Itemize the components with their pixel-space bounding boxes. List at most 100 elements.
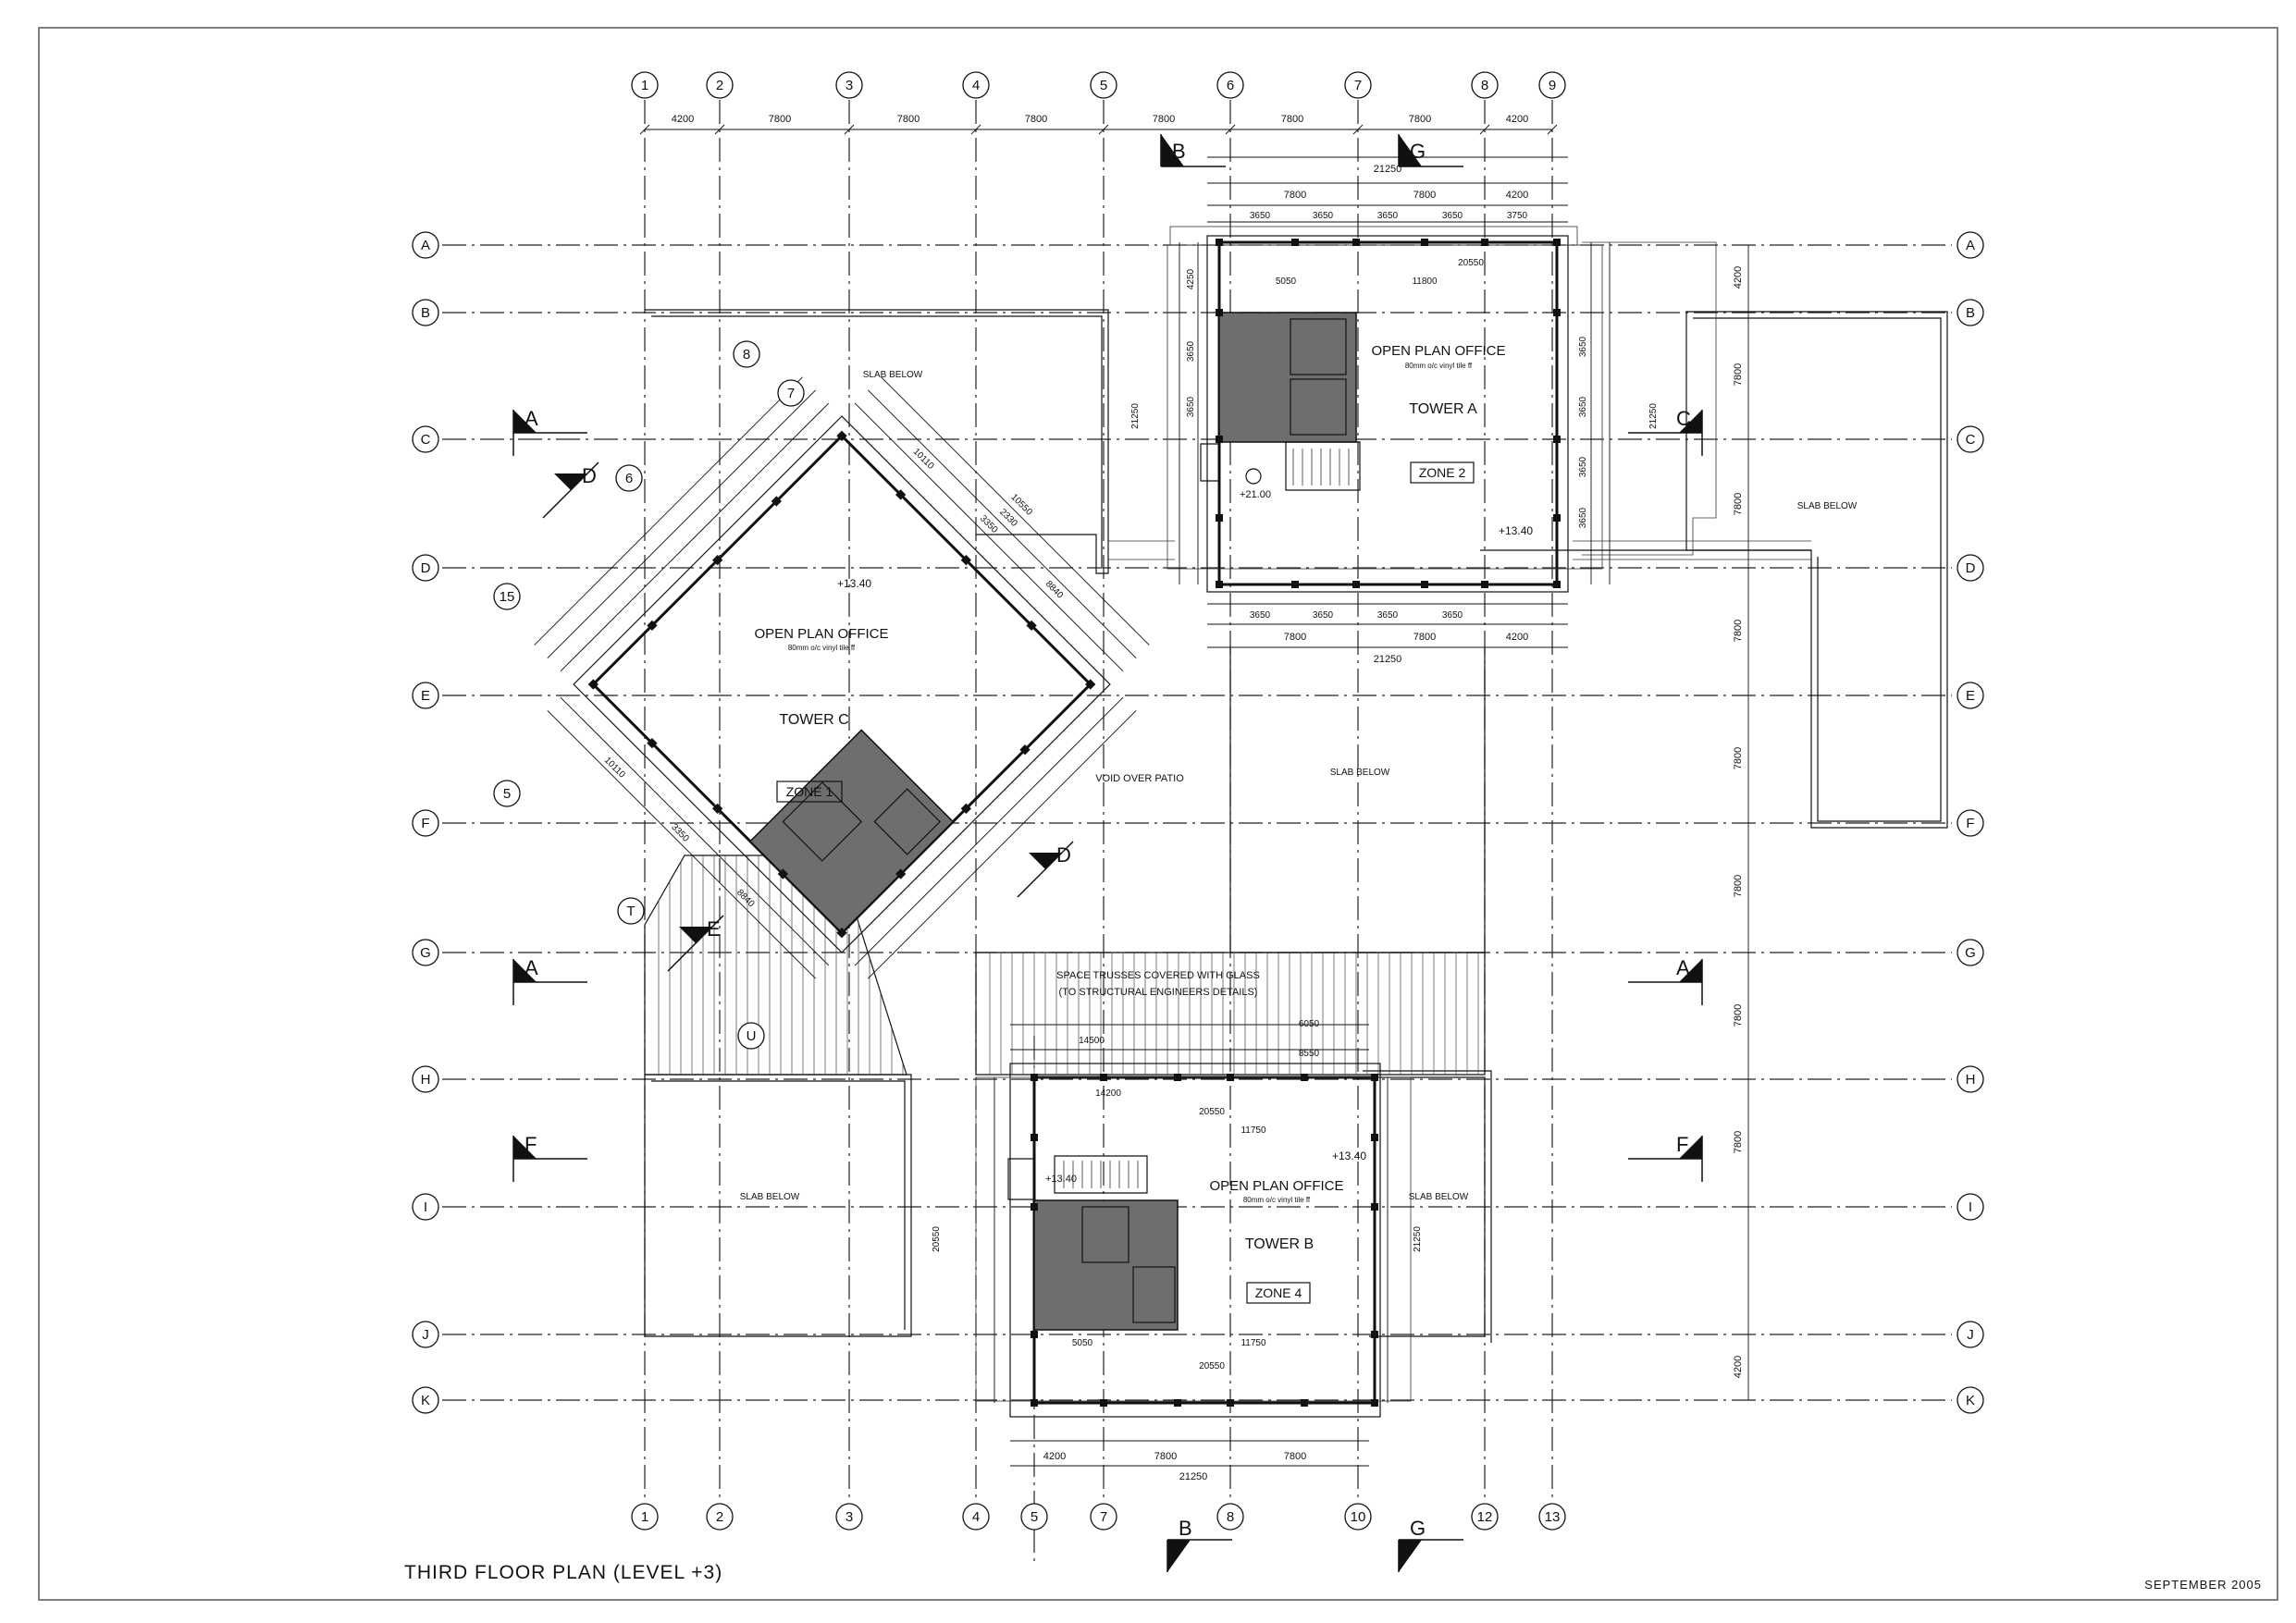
tower-a-tile-note: 80mm o/c vinyl tile ff xyxy=(1405,362,1473,370)
tower-c-column-2 xyxy=(587,679,599,690)
slab-below-label-5: SLAB BELOW xyxy=(1409,1192,1469,1202)
tower-c-column-10 xyxy=(836,928,847,939)
grid-bubble-top-6-circle xyxy=(1216,71,1244,99)
tower-a-column-10 xyxy=(1481,581,1488,588)
top-dim-2: 7800 xyxy=(769,114,791,125)
tower-b-bot-1: 4200 xyxy=(1043,1451,1066,1462)
grid-bubble-right-K-circle xyxy=(1957,1386,1984,1414)
grid-bubble-right-C-circle xyxy=(1957,425,1984,453)
tower-b-column-15 xyxy=(1031,1203,1038,1211)
grid-bubble-bottom-12-label: 12 xyxy=(1477,1509,1493,1525)
tower-c-zone: ZONE 1 xyxy=(786,784,833,799)
tower-a-bot-1: 3650 xyxy=(1250,610,1271,621)
section-left-a1: A xyxy=(512,407,587,456)
grid-bubble-rot-7-circle xyxy=(777,379,805,407)
tower-c-zone-box xyxy=(776,781,843,803)
tower-b-left-overall: 20550 xyxy=(932,1226,942,1252)
tower-b-level-2: +13.40 xyxy=(1045,1174,1077,1185)
grid-bubble-bottom-2-circle xyxy=(706,1503,734,1531)
tower-a-column-3 xyxy=(1291,239,1299,246)
grid-bubble-bottom-3-label: 3 xyxy=(846,1509,853,1525)
right-dim-5: 7800 xyxy=(1733,747,1744,769)
section-bottom-g: G xyxy=(1398,1517,1463,1572)
tower-a-column-17 xyxy=(1216,514,1223,522)
grid-bubble-rot-15-circle xyxy=(493,583,521,610)
tower-b-column-2 xyxy=(1031,1399,1038,1407)
tower-c-column-6 xyxy=(711,803,723,815)
grid-bubble-bottom-2-label: 2 xyxy=(716,1509,723,1525)
grid-bubble-bottom-5-label: 5 xyxy=(1031,1509,1038,1525)
tower-a-top-dim-1: 7800 xyxy=(1284,190,1306,201)
top-dim-1: 4200 xyxy=(672,114,694,125)
grid-bubble-bottom-8-circle xyxy=(1216,1503,1244,1531)
svg-text:E: E xyxy=(707,917,721,941)
top-dim-3: 7800 xyxy=(897,114,920,125)
tower-a-bot-overall: 21250 xyxy=(1374,654,1402,665)
tower-b-office-label: OPEN PLAN OFFICE xyxy=(1209,1178,1343,1194)
tower-b-column-18 xyxy=(1371,1331,1378,1338)
trusses-label-1: SPACE TRUSSES COVERED WITH GLASS xyxy=(1056,970,1260,981)
tower-a-column-7 xyxy=(1421,239,1428,246)
section-right-f: F xyxy=(1628,1133,1703,1182)
section-top-b: B xyxy=(1160,134,1226,167)
svg-text:A: A xyxy=(525,407,538,430)
section-left-a2: A xyxy=(512,956,587,1005)
tower-b-column-13 xyxy=(1031,1134,1038,1141)
tower-c-column-11 xyxy=(771,496,782,507)
grid-bubble-left-F-circle xyxy=(412,809,439,837)
top-dim-8: 4200 xyxy=(1506,114,1528,125)
grid-bubble-left-C-label: C xyxy=(421,432,431,448)
tower-b-column-9 xyxy=(1301,1074,1308,1081)
tower-c-column-12 xyxy=(1019,744,1031,756)
tower-c-dim-2: 3350 xyxy=(978,513,1000,535)
tower-a-name: TOWER A xyxy=(1409,401,1477,417)
grid-bubble-left-H-label: H xyxy=(421,1072,431,1088)
tower-a-sub-2: 3650 xyxy=(1313,211,1334,221)
grid-bubble-right-I-label: I xyxy=(1969,1199,1972,1215)
tower-c-column-5 xyxy=(960,554,972,566)
section-bottom-b: B xyxy=(1167,1517,1232,1572)
tower-b-top-dim-2: 6050 xyxy=(1299,1019,1320,1029)
grid-bubble-rot-T-label: T xyxy=(626,904,635,919)
tower-b-top-dim-1: 14500 xyxy=(1079,1036,1105,1046)
tower-a-column-2 xyxy=(1216,581,1223,588)
tower-a-column-13 xyxy=(1216,309,1223,316)
tower-b-top-dim-4: 14200 xyxy=(1095,1088,1121,1099)
grid-bubble-bottom-10-circle xyxy=(1344,1503,1372,1531)
svg-text:A: A xyxy=(525,956,538,979)
grid-bubble-left-E-label: E xyxy=(421,688,430,704)
svg-text:C: C xyxy=(1676,407,1691,430)
grid-bubble-top-3-circle xyxy=(835,71,863,99)
grid-bubble-right-A-label: A xyxy=(1966,238,1975,253)
grid-bubble-top-9-label: 9 xyxy=(1549,78,1556,93)
grid-bubble-left-D-circle xyxy=(412,554,439,582)
tower-a-right-overall: 21250 xyxy=(1648,403,1659,429)
tower-a-office-label: OPEN PLAN OFFICE xyxy=(1371,343,1505,359)
tower-c-dim-1: 10110 xyxy=(911,447,936,472)
grid-bubble-left-K-label: K xyxy=(421,1393,430,1408)
grid-bubble-left-I-circle xyxy=(412,1193,439,1221)
grid-bubble-right-H-label: H xyxy=(1966,1072,1976,1088)
tower-b-inner-dim: 20550 xyxy=(1199,1107,1225,1117)
drawing-title: THIRD FLOOR PLAN (LEVEL +3) xyxy=(404,1562,722,1583)
tower-c-column-1 xyxy=(836,430,847,441)
tower-b-width-dim-2: 11750 xyxy=(1241,1338,1266,1348)
tower-c-column-4 xyxy=(647,737,658,749)
tower-a-left-overall: 21250 xyxy=(1130,403,1141,429)
section-diag-d1: D xyxy=(542,461,599,519)
tower-a-column-5 xyxy=(1352,239,1360,246)
grid-bubble-rot-15-label: 15 xyxy=(500,589,515,605)
tower-b-column-12 xyxy=(1371,1399,1378,1407)
tower-b-tile-note: 80mm o/c vinyl tile ff xyxy=(1243,1196,1311,1204)
grid-bubble-top-2-circle xyxy=(706,71,734,99)
tower-a-column-18 xyxy=(1553,514,1561,522)
tower-a-dimensions: 21250 7800 7800 4200 3650 3650 3650 3650… xyxy=(1130,156,1659,665)
horizontal-grid-lines xyxy=(442,244,1952,1401)
grid-bubble-rot-6-circle xyxy=(615,464,643,492)
grid-bubble-top-3-label: 3 xyxy=(846,78,853,93)
tower-b-inner-dim-2: 20550 xyxy=(1199,1361,1225,1371)
tower-a-right-1: 3650 xyxy=(1578,336,1588,357)
grid-bubble-right-I-circle xyxy=(1957,1193,1984,1221)
tower-a-column-15 xyxy=(1216,436,1223,443)
tower-a-bot-6: 7800 xyxy=(1413,632,1436,643)
